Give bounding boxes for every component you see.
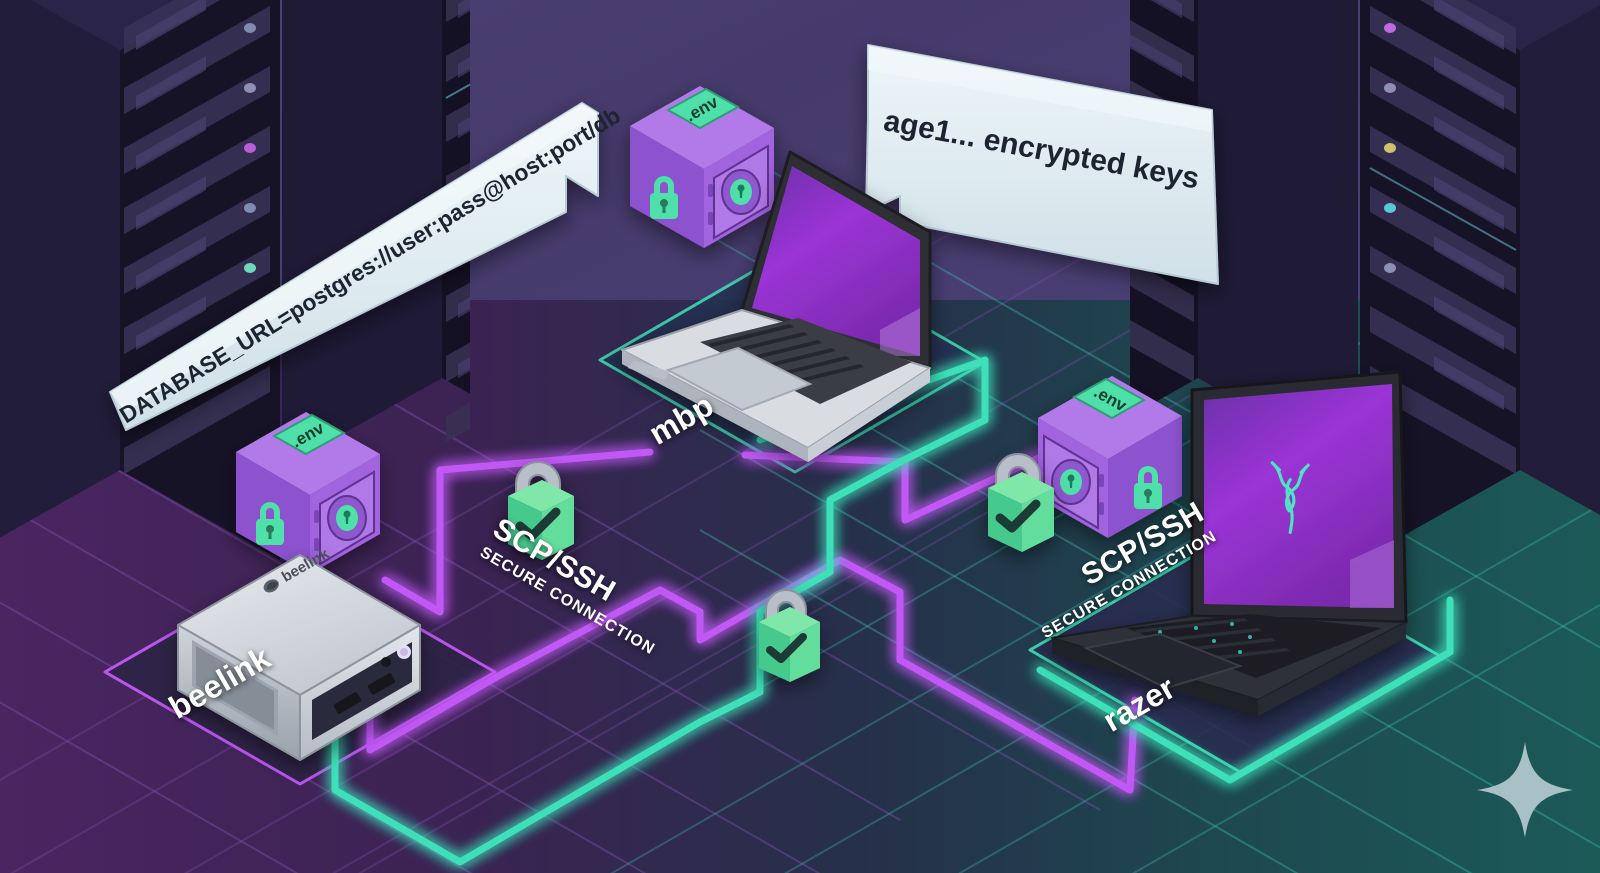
device-razer — [1051, 370, 1408, 716]
safe-razer: .env — [1038, 376, 1182, 538]
cable-purple-long — [326, 556, 1139, 794]
padlock-check-center — [759, 589, 820, 682]
device-mbp — [621, 150, 932, 462]
speech-bubble-encrypted — [865, 44, 1219, 285]
cable-purple-mbp-razer — [741, 451, 1049, 524]
padlock-check-left — [508, 461, 574, 560]
cable-teal-right — [1036, 596, 1454, 784]
padlock-check-right — [988, 453, 1054, 552]
sparkle-star — [1477, 742, 1573, 838]
safe-mbp: .env — [630, 86, 774, 248]
cable-purple-left — [381, 448, 654, 616]
device-beelink: beelink — [177, 545, 421, 761]
speech-bubble-plaintext — [109, 102, 599, 431]
safe-beelink: .env — [236, 412, 380, 574]
cable-teal-main — [296, 356, 989, 866]
server-rack-left — [0, 0, 470, 560]
razer-logo-icon — [1270, 461, 1310, 534]
